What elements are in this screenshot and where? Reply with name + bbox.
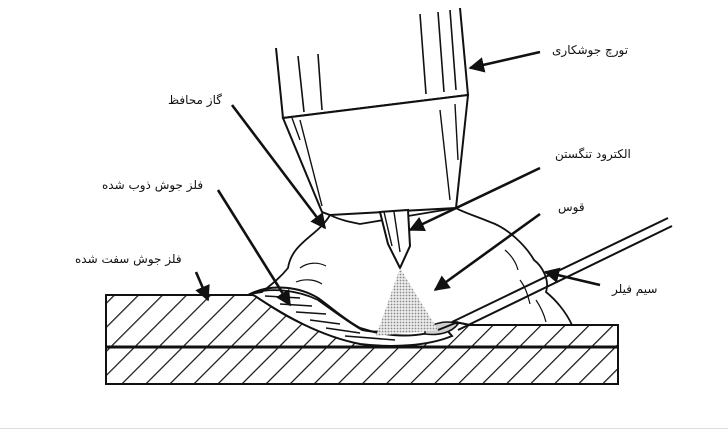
label-arc: قوس [558,200,585,214]
welding-torch [275,7,470,225]
bottom-divider [0,428,728,429]
label-filler-wire: سیم فیلر [612,282,658,296]
label-torch: تورچ جوشکاری [552,43,629,57]
arrow-solid-metal [194,271,210,302]
arrow-molten-metal [216,189,292,307]
arrow-torch [468,50,541,73]
label-molten-metal: فلز جوش ذوب شده [102,178,204,192]
arrow-shield-gas [230,104,327,230]
arrow-arc [433,212,541,292]
arrow-electrode [408,166,541,232]
label-shield-gas: گاز محافظ [168,93,222,107]
arrow-filler-wire [543,267,601,287]
arc-cone [376,268,438,336]
leader-arrows [194,50,601,307]
tungsten-electrode [378,208,412,271]
label-electrode: الکترود تنگستن [555,147,631,161]
base-plate [105,294,619,385]
label-solid-metal: فلز جوش سفت شده [75,252,182,266]
